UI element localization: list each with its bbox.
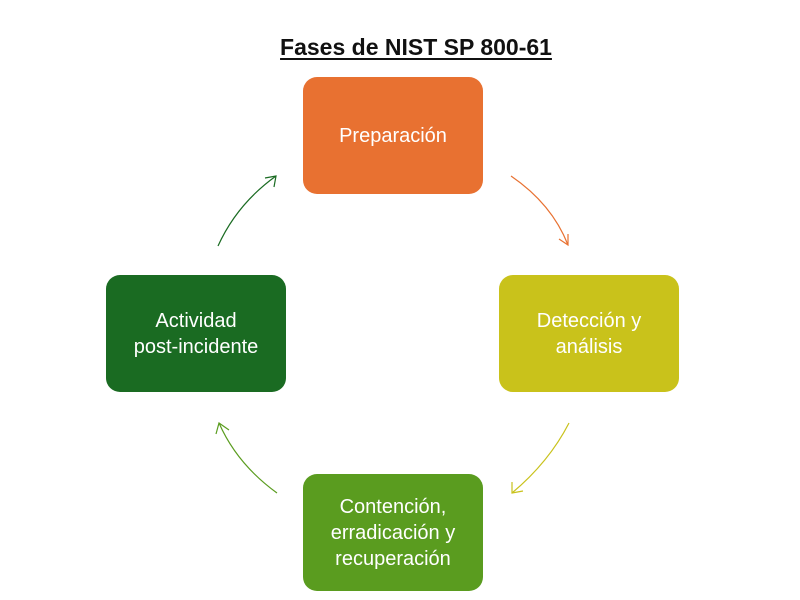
arrow-deteccion-to-contencion [511, 422, 570, 494]
phase-label: análisis [555, 335, 623, 358]
phase-label: Preparación [339, 124, 447, 147]
phase-label: Actividad [155, 309, 237, 332]
phase-label: erradicación y [330, 521, 456, 544]
arrow-contencion-to-actividad [215, 422, 278, 494]
phase-box-contencion: Contención, erradicación y recuperación [303, 474, 483, 591]
phase-label: Contención, [339, 495, 447, 518]
arrow-actividad-to-preparacion [217, 175, 277, 247]
phase-box-actividad: Actividad post-incidente [106, 275, 286, 392]
arrow-preparacion-to-deteccion [510, 175, 569, 247]
phase-box-preparacion: Preparación [303, 77, 483, 194]
phase-label: recuperación [335, 547, 451, 570]
diagram-title: Fases de NIST SP 800-61 [280, 34, 552, 60]
phase-label: Detección y [536, 309, 642, 332]
phase-box-deteccion: Detección y análisis [499, 275, 679, 392]
phase-label: post-incidente [133, 335, 259, 358]
